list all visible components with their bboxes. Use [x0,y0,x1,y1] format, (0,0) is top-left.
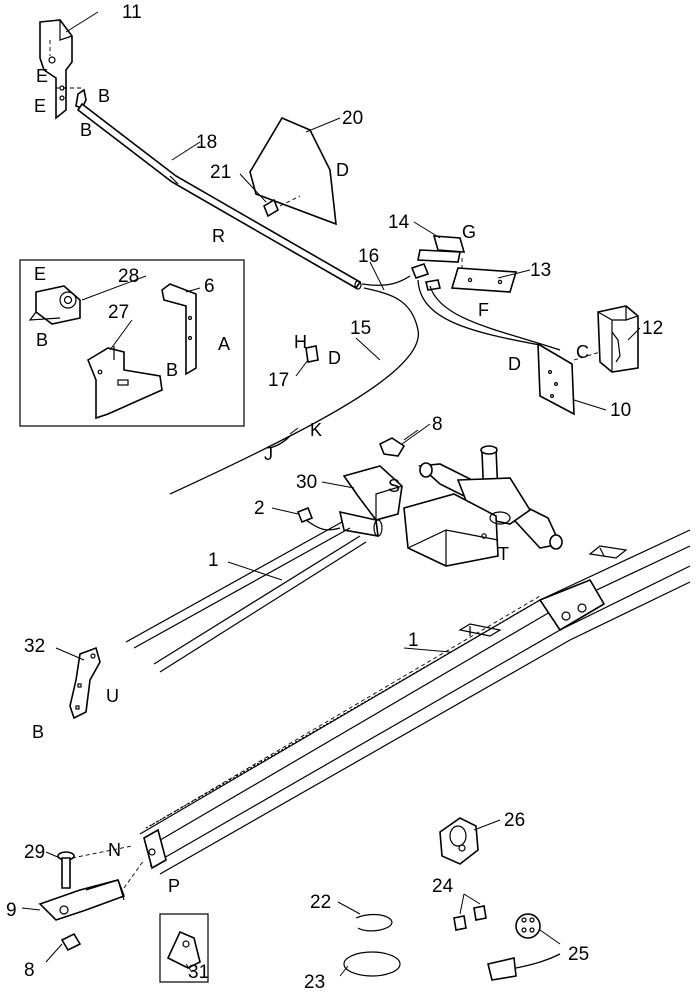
callout-26: 26 [504,810,525,831]
part-23-ring [343,951,401,977]
part-28-bracket [28,285,81,325]
callout-12: 12 [642,318,663,339]
callout-numbers: 11 18 20 21 14 16 13 28 6 27 15 17 12 10… [6,2,663,993]
letter-B-3: B [36,330,48,350]
part-14-switch [410,235,466,291]
letter-P: P [168,876,180,896]
spindle-assembly [403,445,563,567]
letter-E-1: E [36,66,48,86]
part-8-cap [378,437,406,457]
part-30-bracket [342,465,403,521]
letter-B-5: B [32,722,44,742]
callout-1-left: 1 [208,550,219,571]
callout-10: 10 [610,400,631,421]
part-10-plate [537,342,601,416]
callout-29: 29 [24,842,45,863]
letter-D-1: D [336,160,349,180]
leader-lines [21,11,641,977]
callout-21: 21 [210,162,231,183]
callout-30: 30 [296,472,317,493]
callout-23: 23 [304,972,325,993]
part-18-rod [75,88,362,290]
callout-31: 31 [188,962,209,983]
part-2-linkage [296,506,383,537]
part-17-clip [305,345,319,363]
letter-B-4: B [166,360,178,380]
letter-K: K [310,420,322,440]
callout-22: 22 [310,892,331,913]
part-1-rod-left [125,521,367,673]
letter-J: J [264,444,273,464]
wire-harness [169,275,561,495]
part-8b-cap [60,932,82,952]
part-22-ring [355,913,393,932]
letter-B-1: B [98,86,110,106]
part-9-clevis [38,859,145,921]
letter-F: F [478,300,489,320]
letter-A: A [218,334,230,354]
letter-S: S [388,476,400,496]
callout-8-top: 8 [432,414,443,435]
part-1-frame [139,529,691,875]
letter-B-2: B [80,120,92,140]
letter-G: G [462,222,476,242]
letter-R: R [212,226,225,246]
letter-C: C [576,342,589,362]
callout-13: 13 [530,260,551,281]
part-12-box [597,305,639,373]
callout-1-right: 1 [408,630,419,651]
callout-20: 20 [342,108,363,129]
part-26-coupling [439,817,479,865]
callout-11: 11 [122,2,142,23]
letter-D-3: D [508,354,521,374]
callout-24: 24 [432,876,454,897]
part-25-plug [487,913,561,981]
callout-9: 9 [6,900,17,921]
part-13-plate [450,258,518,293]
part-21-pin [263,198,279,218]
callout-17: 17 [268,370,289,391]
letter-U: U [106,686,119,706]
part-29-pin [57,845,133,889]
part-32-arm [69,646,101,720]
letter-E-3: E [34,264,46,284]
part-20-panel [249,116,337,226]
part-31-inset [159,913,209,983]
letter-T: T [498,544,509,564]
callout-16: 16 [358,246,379,267]
callout-32: 32 [24,636,45,657]
part-6-bracket [161,283,197,376]
part-11-bracket [39,19,82,120]
callout-2: 2 [254,498,265,519]
callout-25: 25 [568,944,589,965]
callout-8-bottom: 8 [24,960,35,981]
letter-D-2: D [328,348,341,368]
letter-E-2: E [34,96,46,116]
part-27-bracket [87,346,163,420]
letter-H: H [294,332,307,352]
inset-box [19,259,245,427]
callout-18: 18 [196,132,217,153]
reference-letters: E E B B D R G F E B A B H D C D K J S T … [32,66,589,896]
callout-28: 28 [118,266,139,287]
letter-N: N [108,840,121,860]
callout-15: 15 [350,318,371,339]
callout-6: 6 [204,276,215,297]
part-24-terminals [453,905,487,931]
callout-14: 14 [388,212,410,233]
callout-27: 27 [108,302,129,323]
